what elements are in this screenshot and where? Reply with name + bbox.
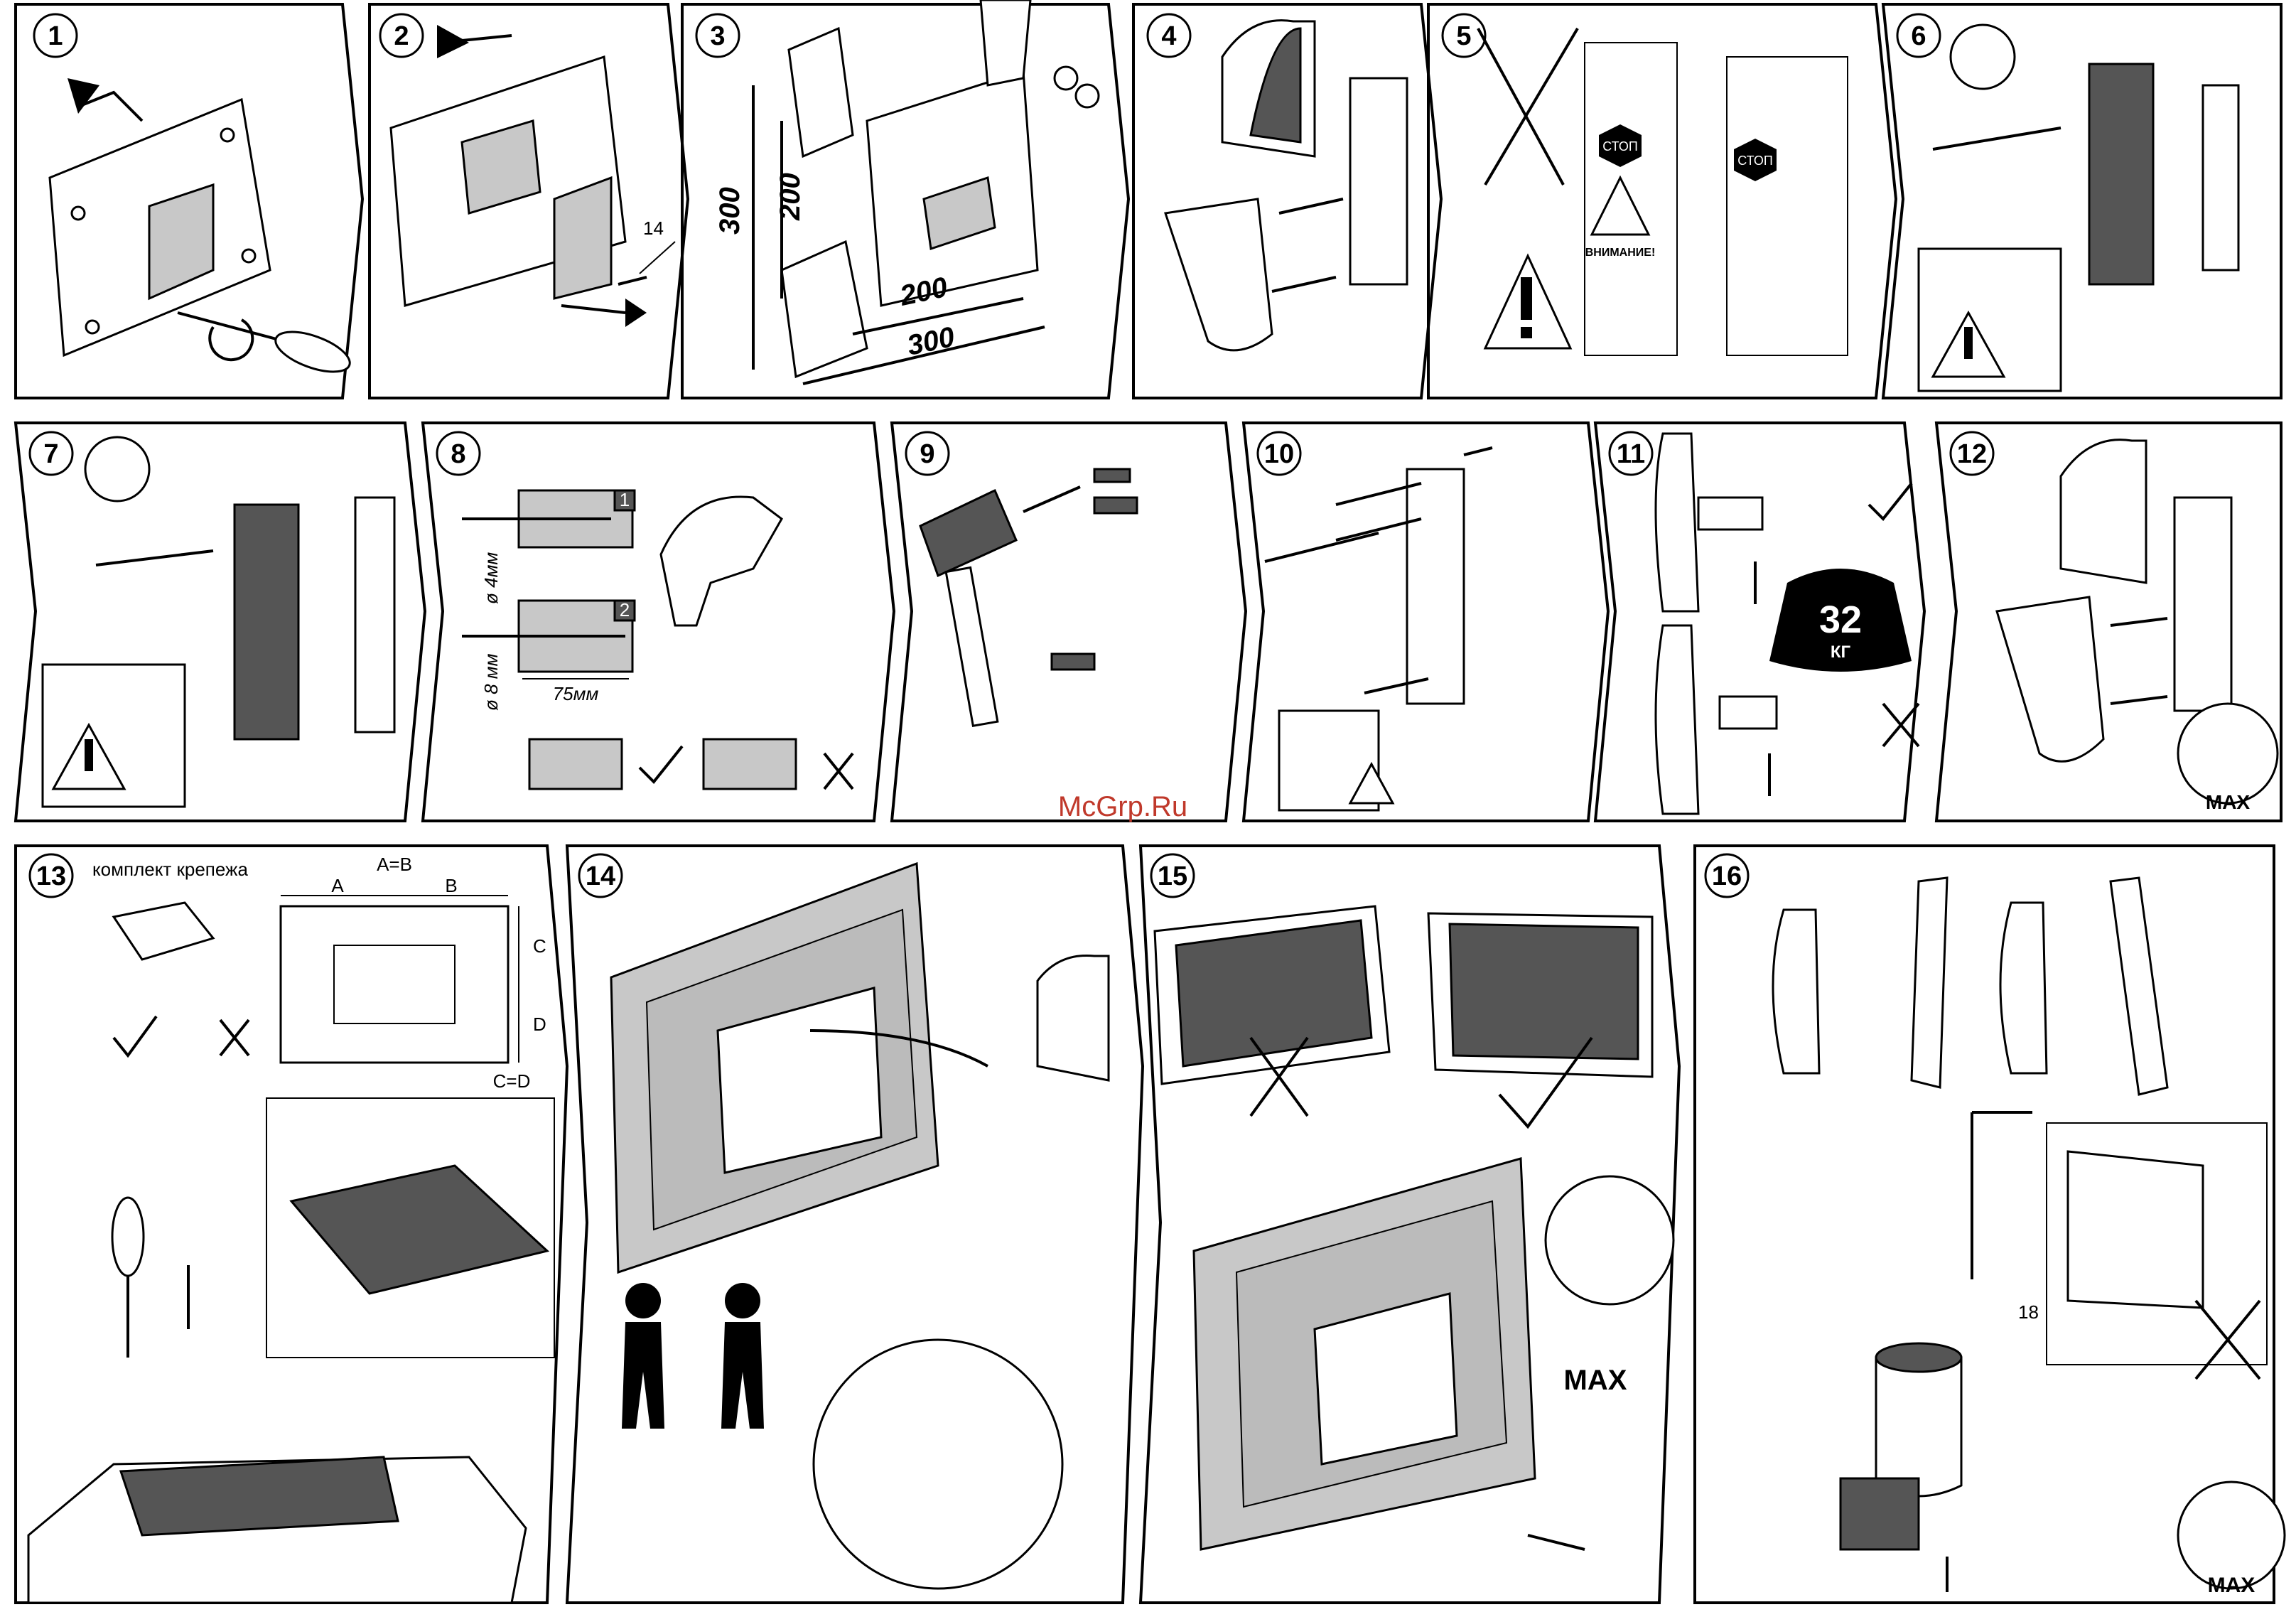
step-number: 10 (1264, 439, 1294, 469)
label-c-equals-d: C=D (493, 1070, 531, 1092)
attention-label: ВНИМАНИЕ! (1585, 247, 1656, 259)
panel-step-8: 8 1 2 ø 4мм ø 8 мм 75мм (423, 423, 894, 821)
panel-step-3: 3 300 200 200 300 (682, 0, 1128, 398)
step-number: 3 (710, 21, 725, 51)
step-number: 5 (1456, 21, 1471, 51)
step-number: 11 (1617, 439, 1645, 469)
step-number: 16 (1712, 861, 1742, 891)
stop-sign-label: СТОП (1737, 154, 1773, 168)
watermark: McGrp.Ru (1058, 791, 1187, 822)
step-number: 1 (48, 21, 63, 51)
drill-diameter-4: ø 4мм (480, 552, 502, 604)
panel-step-4: 4 (1133, 4, 1441, 398)
dim-vertical-300: 300 (714, 187, 745, 235)
panel-step-6: 6 (1883, 4, 2281, 398)
hardware-kit-label: комплект крепежа (92, 859, 248, 880)
panel-step-16: 16 18 MAX (1695, 846, 2285, 1603)
step-number: 7 (43, 439, 58, 469)
drill-depth: 75мм (553, 683, 599, 704)
weight-unit: КГ (1831, 643, 1851, 662)
stop-sign-label: СТОП (1602, 139, 1638, 154)
step-number: 2 (394, 21, 409, 51)
part-label: 14 (643, 217, 664, 239)
panel-step-9: 9 (892, 423, 1246, 821)
hole-label-1: 1 (620, 489, 630, 510)
dim-horizontal-300: 300 (905, 321, 957, 362)
step-number: 6 (1911, 21, 1926, 51)
panel-step-12: 12 MAX (1936, 423, 2281, 821)
dim-vertical-200: 200 (775, 173, 806, 221)
panel-step-10: 10 (1244, 423, 1608, 821)
step-number: 9 (920, 439, 934, 469)
panel-step-2: 2 14 (370, 4, 688, 398)
panel-step-1: 1 (16, 4, 362, 398)
step-number: 14 (586, 861, 615, 891)
label-b: B (445, 875, 457, 896)
label-a: A (331, 875, 344, 896)
max-strength-label: MAX (2206, 791, 2251, 813)
panel-step-13: 13 комплект крепежа A=B A B C D C=D (16, 846, 567, 1603)
panel-step-11: 11 32 КГ (1595, 423, 1924, 821)
label-c: C (533, 935, 546, 957)
panel-step-14: 14 (567, 846, 1143, 1603)
part-label: 18 (2018, 1301, 2039, 1323)
label-d: D (533, 1014, 546, 1035)
max-strength-label: MAX (1564, 1365, 1627, 1396)
panel-step-7: 7 (16, 423, 425, 821)
step-number: 13 (36, 861, 66, 891)
step-number: 8 (451, 439, 465, 469)
hole-label-2: 2 (620, 599, 630, 620)
panel-step-5: 5 СТОП ВНИМАНИЕ! СТОП (1428, 4, 1896, 398)
label-a-equals-b: A=B (377, 854, 412, 875)
panel-step-15: 15 MAX (1141, 846, 1679, 1603)
max-strength-label: MAX (2208, 1574, 2255, 1597)
step-number: 12 (1957, 439, 1987, 469)
step-number: 4 (1161, 21, 1176, 51)
step-number: 15 (1158, 861, 1187, 891)
drill-diameter-8: ø 8 мм (480, 653, 502, 711)
weight-limit: 32 (1819, 598, 1862, 641)
